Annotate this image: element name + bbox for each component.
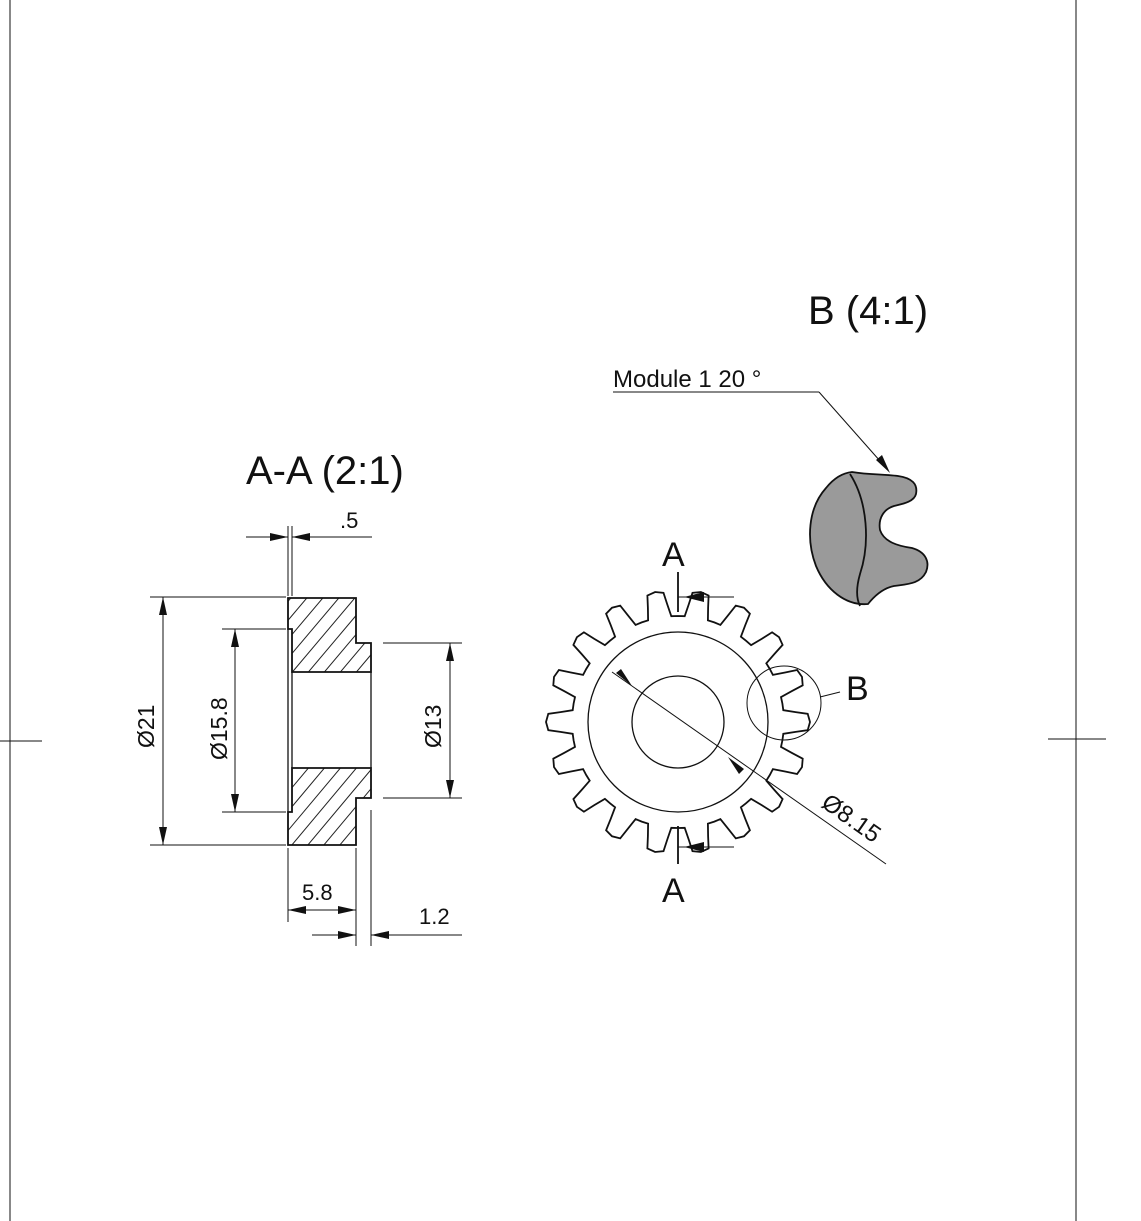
detail-b-marker: B bbox=[746, 665, 869, 741]
dimension-hub-diameter-label: Ø13 bbox=[420, 705, 446, 748]
dimension-step-width-label: .5 bbox=[340, 508, 358, 533]
detail-view-b: B (4:1) Module 1 20 ° bbox=[613, 289, 929, 607]
gear-bore-circle bbox=[631, 675, 725, 769]
section-view-title: A-A (2:1) bbox=[246, 449, 404, 493]
sheet-frame bbox=[0, 0, 1106, 1221]
dimension-bore-diameter: Ø15.8 bbox=[206, 629, 239, 812]
extension-lines bbox=[150, 526, 462, 946]
section-outline bbox=[287, 597, 372, 846]
section-hatching bbox=[288, 598, 371, 845]
dimension-hole-diameter: Ø8.15 bbox=[611, 669, 887, 865]
dimension-hub-diameter: Ø13 bbox=[420, 643, 454, 798]
section-cut-label-bottom: A bbox=[662, 872, 685, 910]
section-cut-label-top: A bbox=[662, 536, 685, 574]
dimension-hub-length: 1.2 bbox=[312, 904, 462, 939]
gear-tooth-profile bbox=[545, 591, 811, 853]
gear-module-note: Module 1 20 ° bbox=[613, 366, 761, 393]
dimension-outer-diameter-label: Ø21 bbox=[133, 705, 159, 748]
detail-tooth-shape bbox=[809, 471, 929, 605]
detail-view-title: B (4:1) bbox=[808, 289, 928, 333]
section-cut-marker-bottom: A bbox=[662, 826, 734, 910]
dimension-bore-diameter-label: Ø15.8 bbox=[206, 697, 232, 760]
detail-b-marker-label: B bbox=[846, 670, 869, 708]
dimension-outer-diameter: Ø21 bbox=[133, 597, 167, 845]
section-view-aa: A-A (2:1) bbox=[133, 449, 462, 946]
section-cut-marker-top: A bbox=[662, 536, 734, 612]
dimension-flange-thickness: 5.8 bbox=[288, 880, 356, 914]
dimension-hub-length-label: 1.2 bbox=[419, 904, 450, 929]
gear-inner-circle bbox=[587, 631, 769, 813]
dimension-step-width: .5 bbox=[246, 508, 372, 541]
dimension-flange-thickness-label: 5.8 bbox=[302, 880, 333, 905]
